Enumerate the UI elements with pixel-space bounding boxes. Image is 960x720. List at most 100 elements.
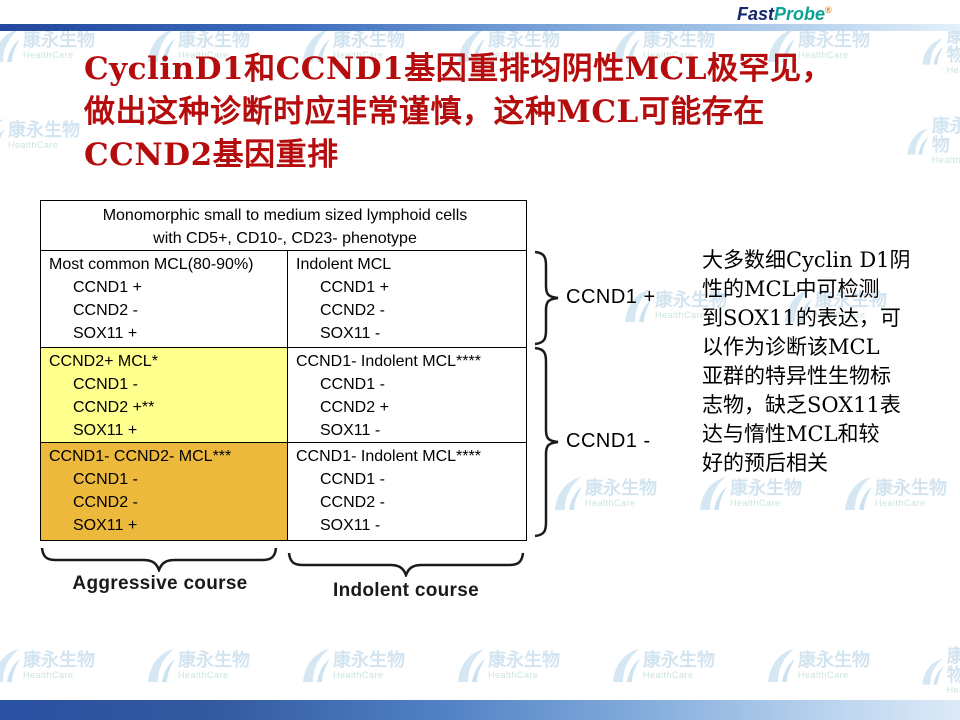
watermark-subtitle: HealthCare: [798, 669, 849, 680]
cell-line: SOX11 -: [320, 422, 381, 439]
watermark-subtitle: HealthCare: [23, 669, 74, 680]
watermark-name: 康永生物: [643, 649, 715, 671]
watermark-subtitle: HealthCare: [931, 154, 960, 165]
title-line-1: CyclinD1和CCND1基因重排均阴性MCL极罕见，: [84, 51, 834, 87]
watermark-swoosh-icon: [148, 29, 175, 62]
cell-line: CCND1 -: [73, 471, 138, 488]
watermark-swoosh-icon: [700, 477, 727, 510]
title-line-3: CCND2基因重排: [84, 137, 339, 173]
watermark-subtitle: HealthCare: [875, 497, 926, 508]
watermark-swoosh-icon: [555, 477, 582, 510]
cell-line: CCND2 -: [73, 302, 138, 319]
watermark-subtitle: HealthCare: [488, 669, 539, 680]
cell-line: SOX11 +: [73, 325, 138, 342]
cell-line: CCND2 +**: [73, 399, 155, 416]
watermark-name: 康永生物: [488, 649, 560, 671]
watermark-name: 康永生物: [815, 289, 887, 311]
watermark-name: 康永生物: [488, 29, 560, 51]
label-indolent-course: Indolent course: [333, 580, 479, 601]
brace-ccnd1-negative: [534, 346, 559, 538]
table-header-row: Monomorphic small to medium sized lympho…: [40, 200, 527, 251]
watermark-subtitle: HealthCare: [643, 49, 694, 60]
header-line-2: with CD5+, CD10-, CD23- phenotype: [153, 230, 417, 247]
cell-line: CCND1 +: [73, 279, 142, 296]
watermark-subtitle: HealthCare: [730, 497, 781, 508]
watermark-subtitle: HealthCare: [798, 49, 849, 60]
cell-title: CCND1- Indolent MCL****: [296, 448, 481, 465]
cell-ccnd2-pos-mcl: CCND2+ MCL* CCND1 - CCND2 +** SOX11 +: [40, 347, 288, 443]
watermark-subtitle: HealthCare: [815, 309, 866, 320]
brand-fast: Fast: [737, 4, 775, 24]
watermark-swoosh-icon: [845, 477, 872, 510]
watermark-swoosh-icon: [768, 29, 795, 62]
watermark-swoosh-icon: [0, 649, 20, 682]
watermark-swoosh-icon: [922, 658, 944, 685]
watermark-name: 康永生物: [178, 649, 250, 671]
cell-line: CCND2 -: [320, 494, 385, 511]
watermark-name: 康永生物: [585, 477, 657, 499]
registered-mark: ®: [825, 5, 832, 15]
watermark-name: 康永生物: [643, 29, 715, 51]
brace-indolent-course: [287, 552, 525, 577]
cell-title: Indolent MCL: [296, 256, 392, 273]
table-row: CCND1- CCND2- MCL*** CCND1 - CCND2 - SOX…: [40, 442, 527, 541]
cell-ccnd1-ccnd2-neg-mcl: CCND1- CCND2- MCL*** CCND1 - CCND2 - SOX…: [40, 442, 288, 541]
watermark-swoosh-icon: [907, 128, 929, 155]
watermark-name: 康永生物: [333, 649, 405, 671]
watermark-swoosh-icon: [625, 289, 652, 322]
cell-ccnd1-neg-indolent-mcl: CCND1- Indolent MCL**** CCND1 - CCND2 + …: [287, 347, 527, 443]
watermark-name: 康永生物: [23, 649, 95, 671]
watermark-subtitle: HealthCare: [488, 49, 539, 60]
table-header-cell: Monomorphic small to medium sized lympho…: [40, 200, 527, 251]
cell-line: CCND2 -: [320, 302, 385, 319]
brand-logo: FastProbe®: [737, 4, 832, 25]
top-divider-bar: [0, 24, 960, 31]
watermark-name: 康永生物: [798, 29, 870, 51]
cell-most-common-mcl: Most common MCL(80-90%) CCND1 + CCND2 - …: [40, 250, 288, 348]
watermark-subtitle: HealthCare: [946, 64, 960, 75]
mcl-classification-table: Monomorphic small to medium sized lympho…: [40, 200, 527, 541]
cell-title: CCND1- Indolent MCL****: [296, 353, 481, 370]
label-aggressive-course: Aggressive course: [72, 573, 248, 594]
watermark-name: 康永生物: [946, 26, 960, 66]
watermark-swoosh-icon: [303, 29, 330, 62]
watermark-swoosh-icon: [0, 29, 20, 62]
cell-line: CCND1 -: [73, 376, 138, 393]
watermark-name: 康永生物: [333, 29, 405, 51]
brace-aggressive-course: [40, 547, 278, 572]
cell-line: CCND1 -: [320, 471, 385, 488]
watermark-name: 康永生物: [23, 29, 95, 51]
watermark-subtitle: HealthCare: [643, 669, 694, 680]
watermark-subtitle: HealthCare: [178, 669, 229, 680]
watermark-swoosh-icon: [785, 289, 812, 322]
watermark-swoosh-icon: [613, 29, 640, 62]
cell-line: SOX11 -: [320, 325, 381, 342]
cell-line: CCND2 +: [320, 399, 389, 416]
table-row: Most common MCL(80-90%) CCND1 + CCND2 - …: [40, 250, 527, 348]
watermark-swoosh-icon: [458, 29, 485, 62]
title-line-2: 做出这种诊断时应非常谨慎，这种MCL可能存在: [84, 94, 765, 130]
cell-title: CCND1- CCND2- MCL***: [49, 448, 232, 465]
header-line-1: Monomorphic small to medium sized lympho…: [102, 207, 468, 224]
label-ccnd1-negative: CCND1 -: [566, 430, 651, 452]
watermark-subtitle: HealthCare: [333, 669, 384, 680]
watermark-name: 康永生物: [655, 289, 727, 311]
cell-line: CCND1 +: [320, 279, 389, 296]
